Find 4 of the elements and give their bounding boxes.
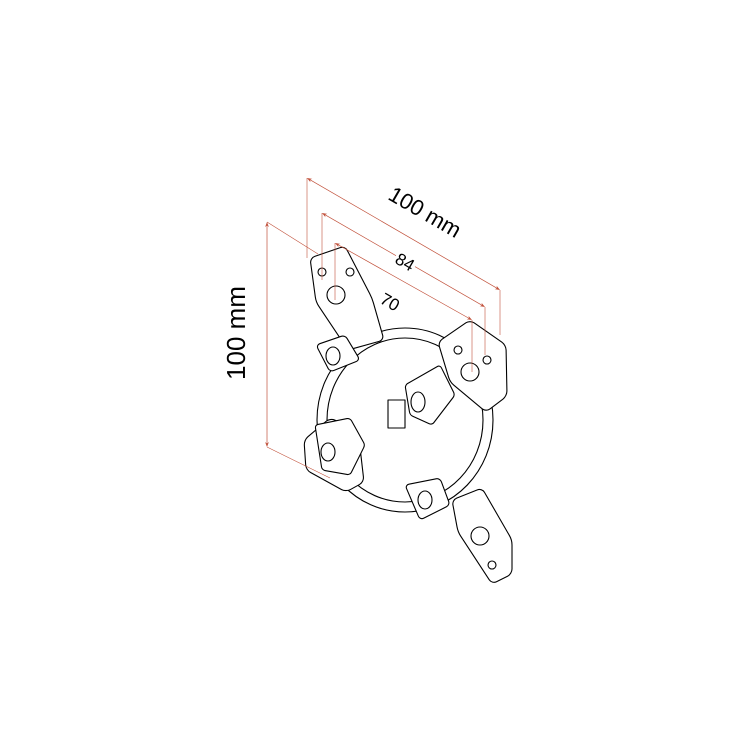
dimension-label: 100 mm: [384, 183, 466, 241]
dimension-label: 100 mm: [225, 284, 247, 382]
dimension-label: 70: [376, 290, 404, 314]
dimension-label: 84: [392, 250, 418, 274]
